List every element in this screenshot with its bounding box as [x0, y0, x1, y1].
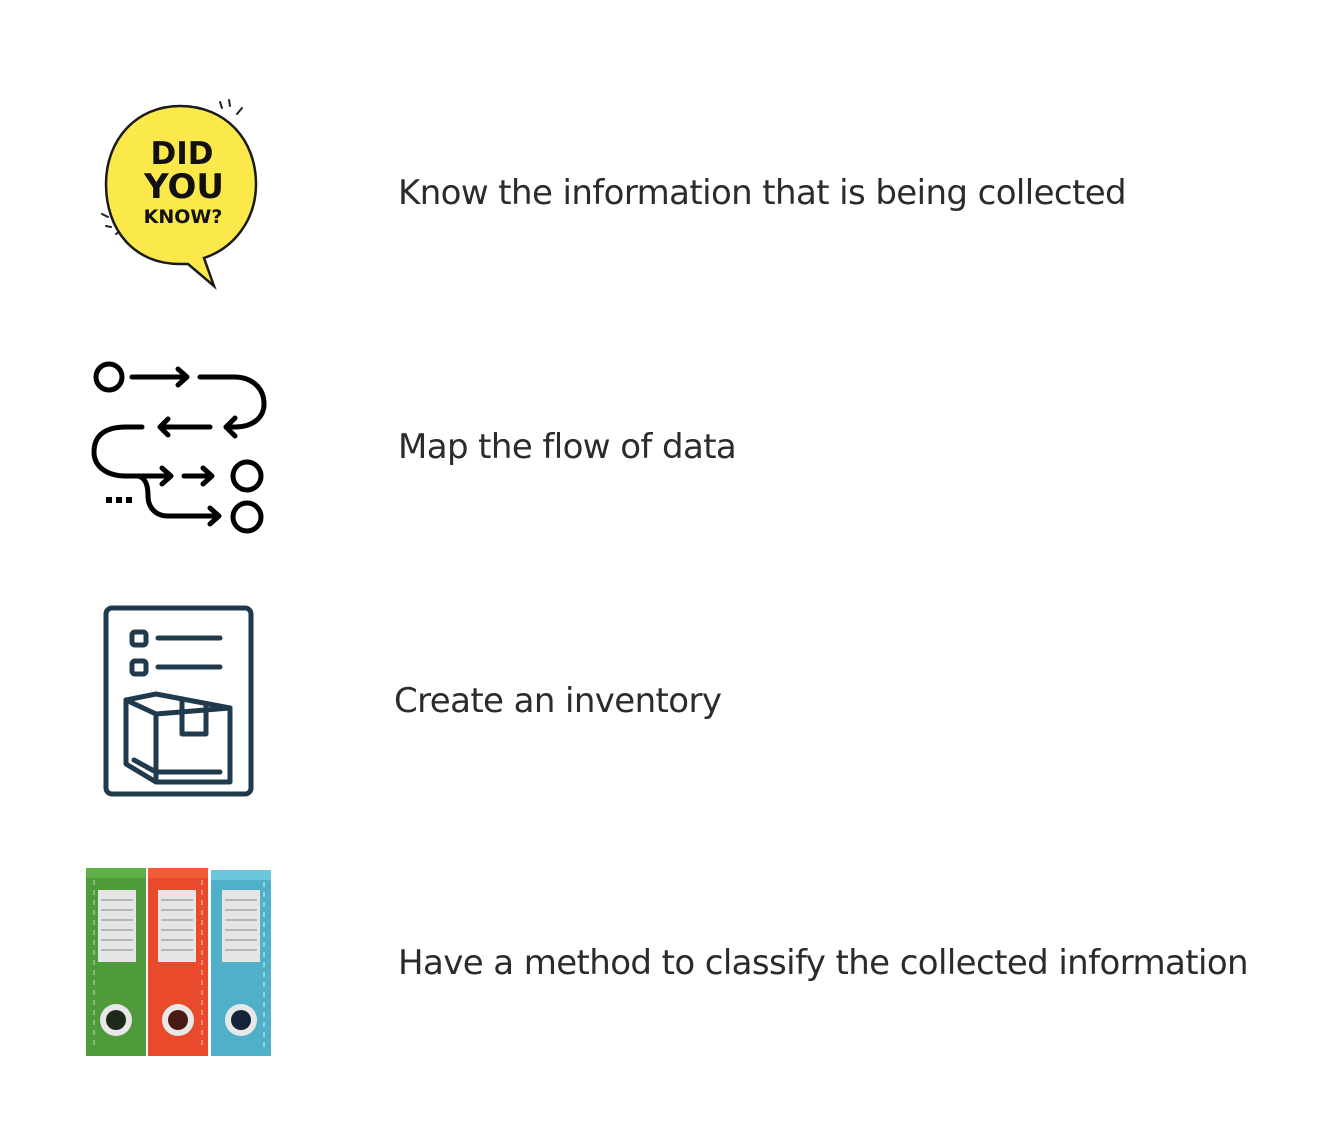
- item-label-know: Know the information that is being colle…: [398, 173, 1127, 213]
- did-text: DID: [151, 136, 214, 172]
- item-label-inventory: Create an inventory: [394, 681, 722, 721]
- inventory-checklist-box-icon: [103, 605, 254, 797]
- binder-folders-icon: [86, 868, 271, 1056]
- item-label-classify: Have a method to classify the collected …: [398, 943, 1249, 983]
- data-flow-arrows-icon: [91, 361, 267, 534]
- know-text: KNOW?: [144, 206, 223, 228]
- did-you-know-speech-bubble-icon: DID YOU KNOW?: [101, 99, 258, 290]
- you-text: YOU: [143, 167, 224, 207]
- item-label-flow: Map the flow of data: [398, 427, 737, 467]
